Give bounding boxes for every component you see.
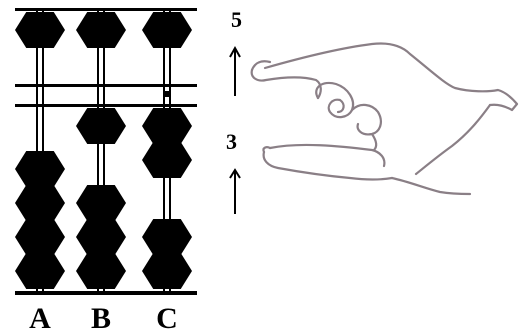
hand-thumb-bottom bbox=[262, 150, 394, 181]
lower-bead-a-lowered-4 bbox=[15, 151, 65, 187]
hand-thumb-top bbox=[268, 143, 386, 168]
lower-bead-c-raised-1 bbox=[142, 108, 192, 144]
upper-bead-a bbox=[15, 12, 65, 48]
lower-arrow-icon bbox=[229, 168, 241, 214]
hand-curled-finger bbox=[315, 81, 355, 119]
hand-palm-edge bbox=[390, 176, 472, 196]
lower-bead-c-raised-2 bbox=[142, 142, 192, 178]
lower-bead-c-lowered-1 bbox=[142, 253, 192, 289]
lower-bead-b-lowered-2 bbox=[76, 219, 126, 255]
hand-index-finger-top bbox=[263, 42, 519, 112]
hand-curled-finger-2 bbox=[350, 103, 382, 136]
frame-bottom-bar bbox=[15, 291, 197, 295]
hand-back-line bbox=[414, 103, 492, 176]
lower-bead-b-lowered-1 bbox=[76, 253, 126, 289]
lower-bead-b-lowered-3 bbox=[76, 185, 126, 221]
lower-bead-a-lowered-3 bbox=[15, 185, 65, 221]
lower-number-label: 3 bbox=[226, 129, 237, 154]
upper-number-label: 5 bbox=[231, 7, 242, 32]
frame-beam-top-line bbox=[15, 84, 197, 87]
unit-marker-c bbox=[164, 91, 170, 97]
hand-index-fingertip bbox=[250, 60, 272, 72]
lower-bead-b-raised-1 bbox=[76, 108, 126, 144]
frame-top-bar bbox=[15, 8, 197, 11]
hand-pointing-icon bbox=[250, 42, 519, 196]
rod-label-a: A bbox=[29, 302, 51, 335]
hand-index-finger-bottom bbox=[250, 68, 322, 100]
frame-beam-bottom-line bbox=[15, 104, 197, 107]
abacus-frame bbox=[15, 8, 197, 295]
lower-bead-a-lowered-2 bbox=[15, 219, 65, 255]
upper-bead-b bbox=[76, 12, 126, 48]
lower-bead-c-lowered-2 bbox=[142, 219, 192, 255]
rod-label-c: C bbox=[156, 302, 178, 335]
abacus-markers bbox=[164, 91, 170, 97]
hand-knuckle-line bbox=[370, 132, 378, 152]
rod-labels: A B C bbox=[29, 302, 178, 335]
abacus-beads bbox=[15, 12, 192, 289]
lower-bead-a-lowered-1 bbox=[15, 253, 65, 289]
upper-bead-c bbox=[142, 12, 192, 48]
rod-label-b: B bbox=[91, 302, 111, 335]
upper-arrow-icon bbox=[229, 45, 241, 96]
